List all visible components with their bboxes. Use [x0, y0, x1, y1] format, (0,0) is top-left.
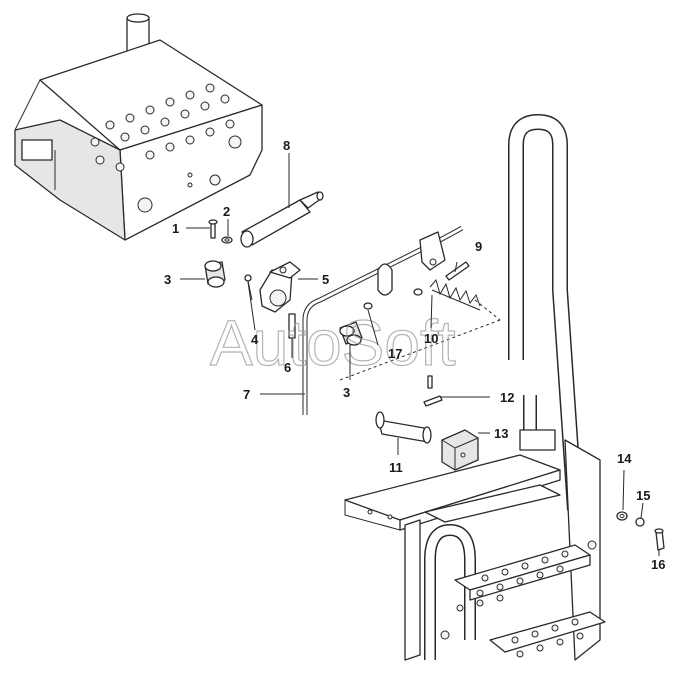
pin-1 — [208, 219, 218, 239]
platform-assembly — [14, 13, 263, 241]
bolt-9 — [445, 261, 470, 281]
lever-arm — [302, 225, 464, 415]
platform-perforations — [90, 83, 242, 213]
callout-label-2: 2 — [223, 204, 230, 219]
callout-label-9: 9 — [475, 239, 482, 254]
platform-bracket — [21, 139, 53, 161]
callout-label-15: 15 — [636, 488, 650, 503]
bushing-upper — [204, 260, 226, 288]
callout-label-8: 8 — [283, 138, 290, 153]
callout-label-4: 4 — [251, 332, 259, 347]
gas-strut — [240, 191, 324, 248]
spring-10 — [429, 278, 481, 311]
bracket-5 — [259, 261, 301, 313]
block-13 — [441, 429, 479, 471]
callout-label-13: 13 — [494, 426, 508, 441]
step-perforations-lower — [511, 618, 584, 658]
callout-label-17: 17 — [388, 346, 402, 361]
bushing-lower — [339, 321, 363, 346]
callout-label-3-lower: 3 — [343, 385, 350, 400]
callout-label-1: 1 — [172, 221, 179, 236]
callout-label-5: 5 — [322, 272, 329, 287]
callout-label-3-upper: 3 — [164, 272, 171, 287]
shaft-11 — [375, 411, 432, 444]
pin-12 — [423, 375, 443, 407]
bolt-16 — [654, 528, 665, 551]
callout-label-11: 11 — [389, 460, 403, 475]
callout-label-12: 12 — [500, 390, 514, 405]
callout-labels: 1 2 3 4 5 6 7 8 9 10 17 3 12 13 11 14 15… — [164, 138, 665, 572]
watermark: AutoSoft — [210, 307, 456, 379]
step-perforations — [456, 550, 569, 612]
washer-17 — [363, 288, 423, 310]
callout-label-10: 10 — [424, 331, 438, 346]
washer-2 — [221, 236, 233, 244]
washer-14 — [616, 511, 628, 521]
callout-label-16: 16 — [651, 557, 665, 572]
ladder-assembly — [344, 113, 606, 661]
callout-label-14: 14 — [617, 451, 632, 466]
callout-label-7: 7 — [243, 387, 250, 402]
leader-lines — [180, 153, 660, 556]
washer-15 — [635, 517, 645, 527]
callout-label-6: 6 — [284, 360, 291, 375]
